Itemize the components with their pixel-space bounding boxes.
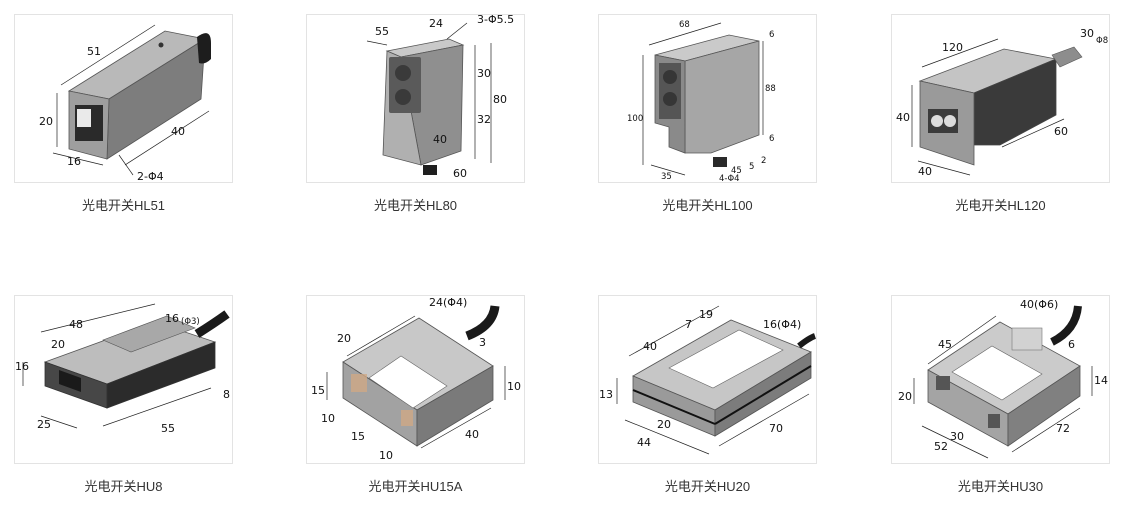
hl80-dim-24: 24 xyxy=(429,17,443,30)
hu15a-drawing: 24(Φ4) 20 3 15 10 10 15 40 10 xyxy=(311,296,521,462)
hu15a-dim-24phi4: 24(Φ4) xyxy=(429,296,467,309)
hu15a-dim-3: 3 xyxy=(479,336,486,349)
hl100-dim-6-top: 6 xyxy=(769,30,774,40)
hu30-dim-6: 6 xyxy=(1068,338,1075,351)
hu30-dim-45: 45 xyxy=(938,338,952,351)
hu20-dim-13: 13 xyxy=(599,388,613,401)
hl120-dim-phi8: Φ8 xyxy=(1096,36,1108,46)
hu8-dim-16-side: 16 xyxy=(15,360,29,373)
product-image-hl80[interactable]: 55 24 3-Φ5.5 30 80 32 40 60 xyxy=(306,14,525,183)
hu20-dim-7: 7 xyxy=(685,318,692,331)
hu30-dim-72: 72 xyxy=(1056,422,1070,435)
product-name[interactable]: 光电开关HU15A xyxy=(368,479,463,494)
hu20-dim-16phi4: 16(Φ4) xyxy=(763,318,801,331)
hl80-dim-60: 60 xyxy=(453,167,467,180)
hl120-dim-60: 60 xyxy=(1054,125,1068,138)
product-card-hl80[interactable]: 55 24 3-Φ5.5 30 80 32 40 60 光电开关HL80 xyxy=(306,14,525,214)
hl120-dim-30: 30 xyxy=(1080,27,1094,40)
product-image-hl120[interactable]: 120 30 Φ8 40 60 40 xyxy=(891,14,1110,183)
product-image-hu20[interactable]: 19 7 16(Φ4) 40 13 20 44 70 xyxy=(598,295,817,464)
hl120-drawing: 120 30 Φ8 40 60 40 xyxy=(896,27,1108,178)
hl100-dim-88: 88 xyxy=(765,84,776,94)
product-name[interactable]: 光电开关HU30 xyxy=(957,479,1044,494)
product-name[interactable]: 光电开关HL80 xyxy=(373,198,458,213)
hu30-dim-20: 20 xyxy=(898,390,912,403)
hl100-dim-4phi4: 4-Φ4 xyxy=(719,174,740,182)
hu8-dim-16-top: 16 xyxy=(165,312,179,325)
product-image-hu8[interactable]: 48 16 (Φ3) 20 16 8 25 55 xyxy=(14,295,233,464)
hl100-dim-6-bottom: 6 xyxy=(769,134,774,144)
hl100-dim-45: 45 xyxy=(731,166,742,176)
hl51-dim-2phi4: 2-Φ4 xyxy=(137,170,164,182)
hu20-dim-70: 70 xyxy=(769,422,783,435)
hl80-dim-3phi55: 3-Φ5.5 xyxy=(477,15,514,26)
hu30-dim-52: 52 xyxy=(934,440,948,453)
hu8-dim-25: 25 xyxy=(37,418,51,431)
hu30-dim-30: 30 xyxy=(950,430,964,443)
hu15a-dim-10-bottom: 10 xyxy=(379,449,393,462)
hu20-dim-44: 44 xyxy=(637,436,651,449)
hl80-dim-30: 30 xyxy=(477,67,491,80)
hl100-dim-35: 35 xyxy=(661,172,672,182)
hl80-dim-80: 80 xyxy=(493,93,507,106)
hl120-dim-40-side: 40 xyxy=(896,111,910,124)
hu8-drawing: 48 16 (Φ3) 20 16 8 25 55 xyxy=(15,303,230,435)
product-image-hl51[interactable]: 51 20 40 16 2-Φ4 xyxy=(14,14,233,183)
hu8-dim-55: 55 xyxy=(161,422,175,435)
hu20-dim-19: 19 xyxy=(699,308,713,321)
hl100-dim-100: 100 xyxy=(627,114,643,124)
hu15a-dim-10-left: 10 xyxy=(321,412,335,425)
hl51-dim-16: 16 xyxy=(67,155,81,168)
product-card-hu30[interactable]: 40(Φ6) 45 6 20 14 30 52 72 光电开关HU30 xyxy=(891,295,1110,495)
hu30-drawing: 40(Φ6) 45 6 20 14 30 52 72 xyxy=(898,298,1108,459)
hu8-dim-48: 48 xyxy=(69,318,83,331)
product-card-hu8[interactable]: 48 16 (Φ3) 20 16 8 25 55 光电开关HU8 xyxy=(14,295,233,495)
hl100-dim-2: 2 xyxy=(761,156,766,166)
product-name[interactable]: 光电开关HL120 xyxy=(955,198,1046,213)
product-name[interactable]: 光电开关HU8 xyxy=(84,479,163,494)
hl51-dim-20: 20 xyxy=(39,115,53,128)
product-card-hu15a[interactable]: 24(Φ4) 20 3 15 10 10 15 40 10 光电开关HU15A xyxy=(306,295,525,495)
hu8-dim-phi3: (Φ3) xyxy=(181,317,200,327)
hu30-dim-40phi6: 40(Φ6) xyxy=(1020,298,1058,311)
hu30-dim-14: 14 xyxy=(1094,374,1108,387)
product-name[interactable]: 光电开关HU20 xyxy=(664,479,751,494)
hu20-dim-20: 20 xyxy=(657,418,671,431)
product-card-hl51[interactable]: 51 20 40 16 2-Φ4 光电开关HL51 xyxy=(14,14,233,214)
hu15a-dim-10-right: 10 xyxy=(507,380,521,393)
hl51-dim-51: 51 xyxy=(87,45,101,58)
product-card-hl100[interactable]: 68 6 88 100 6 35 45 5 2 4-Φ4 光电开关HL100 xyxy=(598,14,817,214)
hl100-dim-5: 5 xyxy=(749,162,754,172)
hu15a-dim-40: 40 xyxy=(465,428,479,441)
hl120-dim-40-bottom: 40 xyxy=(918,165,932,178)
hl100-drawing: 68 6 88 100 6 35 45 5 2 4-Φ4 xyxy=(627,20,776,182)
hu8-dim-8: 8 xyxy=(223,388,230,401)
product-image-hu15a[interactable]: 24(Φ4) 20 3 15 10 10 15 40 10 xyxy=(306,295,525,464)
hu20-drawing: 19 7 16(Φ4) 40 13 20 44 70 xyxy=(599,305,816,455)
hu15a-dim-15-side: 15 xyxy=(311,384,325,397)
hl100-dim-68: 68 xyxy=(679,20,690,30)
product-card-hl120[interactable]: 120 30 Φ8 40 60 40 光电开关HL120 xyxy=(891,14,1110,214)
hl80-dim-40: 40 xyxy=(433,133,447,146)
hl51-dim-40: 40 xyxy=(171,125,185,138)
product-card-hu20[interactable]: 19 7 16(Φ4) 40 13 20 44 70 光电开关HU20 xyxy=(598,295,817,495)
product-name[interactable]: 光电开关HL51 xyxy=(81,198,166,213)
product-image-hu30[interactable]: 40(Φ6) 45 6 20 14 30 52 72 xyxy=(891,295,1110,464)
hl120-dim-120: 120 xyxy=(942,41,963,54)
hl51-drawing: 51 20 40 16 2-Φ4 xyxy=(39,24,211,182)
product-name[interactable]: 光电开关HL100 xyxy=(662,198,753,213)
product-image-hl100[interactable]: 68 6 88 100 6 35 45 5 2 4-Φ4 xyxy=(598,14,817,183)
hl80-drawing: 55 24 3-Φ5.5 30 80 32 40 60 xyxy=(366,15,514,180)
hu15a-dim-15-bottom: 15 xyxy=(351,430,365,443)
hl80-dim-32: 32 xyxy=(477,113,491,126)
hu15a-dim-20: 20 xyxy=(337,332,351,345)
hu8-dim-20: 20 xyxy=(51,338,65,351)
hl80-dim-55: 55 xyxy=(375,25,389,38)
hu20-dim-40: 40 xyxy=(643,340,657,353)
